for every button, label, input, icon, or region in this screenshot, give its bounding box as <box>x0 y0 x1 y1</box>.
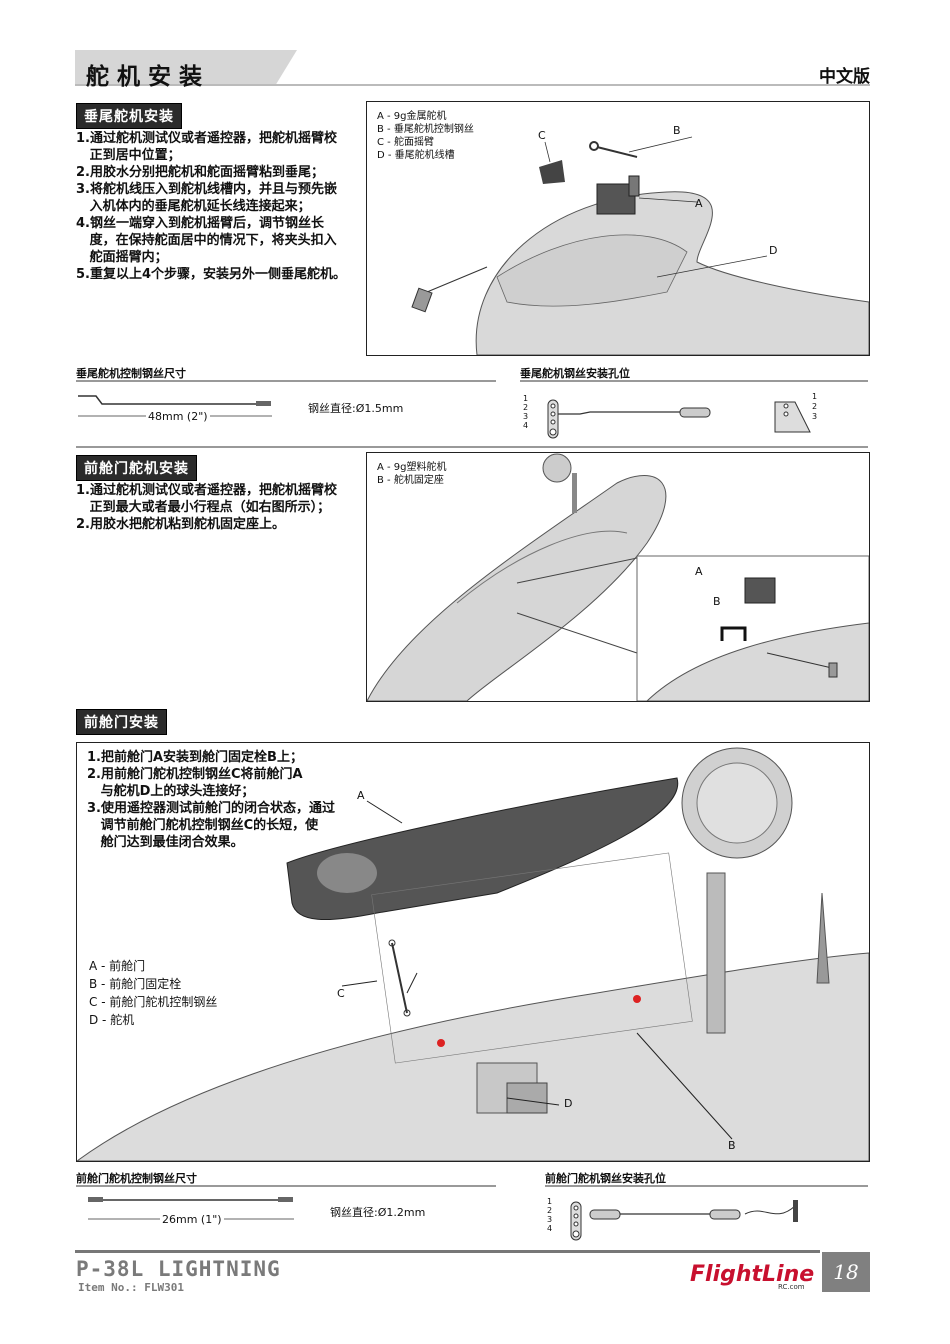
language-label: 中文版 <box>819 67 870 87</box>
front-door-figure: 1.把前舱门A安装到舱门固定栓B上； 2.用前舱门舵机控制钢丝C将前舱门A 与舵… <box>76 742 870 1162</box>
tail-holes-title: 垂尾舵机钢丝安装孔位 <box>520 367 630 380</box>
hole-number: 1 <box>812 392 818 401</box>
door-servo-legend: A - 9g塑料舵机 B - 舵机固定座 <box>377 461 447 487</box>
step-line: 舵面摇臂内； <box>76 250 168 265</box>
step-line: 正到最大或者最小行程点（如右图所示）； <box>76 500 331 515</box>
divider <box>545 1185 868 1187</box>
door-servo-illustration <box>367 453 869 701</box>
front-door-steps: 1.把前舱门A安装到舱门固定栓B上； 2.用前舱门舵机控制钢丝C将前舱门A 与舵… <box>87 749 335 851</box>
legend-item: A - 9g塑料舵机 <box>377 462 447 473</box>
tail-servo-steps: 1.通过舵机测试仪或者遥控器，把舵机摇臂校 正到居中位置； 2.用胶水分别把舵机… <box>76 130 346 283</box>
legend-item: A - 9g金属舵机 <box>377 111 447 122</box>
step-line: 5.重复以上4个步骤，安装另外一侧垂尾舵机。 <box>76 267 347 282</box>
page-number: 18 <box>833 1260 859 1284</box>
title-band <box>75 50 870 86</box>
legend-item: D - 舵机 <box>89 1013 135 1027</box>
section-heading-door-servo: 前舱门舵机安装 <box>76 455 197 481</box>
door-hole-numbers: 1 2 3 4 <box>547 1197 552 1233</box>
divider <box>76 446 868 448</box>
hole-number: 4 <box>523 421 529 430</box>
legend-item: D - 垂尾舵机线槽 <box>377 150 455 161</box>
hole-number: 4 <box>547 1224 553 1233</box>
legend-item: B - 垂尾舵机控制钢丝 <box>377 124 474 135</box>
step-line: 入机体内的垂尾舵机延长线连接起来； <box>76 199 311 214</box>
tail-servo-legend: A - 9g金属舵机 B - 垂尾舵机控制钢丝 C - 舵面摇臂 D - 垂尾舵… <box>377 110 474 162</box>
legend-item: B - 舵机固定座 <box>377 475 444 486</box>
door-servo-figure: A - 9g塑料舵机 B - 舵机固定座 A B <box>366 452 870 702</box>
callout-c: C <box>538 129 546 142</box>
step-line: 3.使用遥控器测试前舱门的闭合状态，通过 <box>87 801 335 816</box>
brand-logo: FlightLine <box>690 1262 815 1287</box>
page-title: 舵机安装 <box>86 64 210 90</box>
tail-servo-figure: A - 9g金属舵机 B - 垂尾舵机控制钢丝 C - 舵面摇臂 D - 垂尾舵… <box>366 101 870 356</box>
hole-number: 3 <box>523 412 529 421</box>
divider <box>76 380 496 382</box>
front-door-illustration <box>77 747 869 1161</box>
tail-wire-length: 48mm (2") <box>146 410 210 423</box>
step-line: 2.用前舱门舵机控制钢丝C将前舱门A <box>87 767 303 782</box>
step-line: 4.钢丝一端穿入到舵机摇臂后，调节钢丝长 <box>76 216 324 231</box>
tail-hole-numbers-right: 1 2 3 <box>812 392 817 422</box>
item-number: Item No.: FLW301 <box>78 1281 184 1294</box>
front-door-legend: A - 前舱门 B - 前舱门固定栓 C - 前舱门舵机控制钢丝 D - 舵机 <box>89 957 217 1029</box>
callout-b: B <box>673 124 681 137</box>
callout-a: A <box>695 565 703 578</box>
hole-number: 3 <box>812 412 818 421</box>
callout-d: D <box>564 1097 573 1110</box>
callout-d: D <box>769 244 778 257</box>
step-line: 2.用胶水分别把舵机和舵面摇臂粘到垂尾； <box>76 165 324 180</box>
tail-hole-numbers-left: 1 2 3 4 <box>523 394 528 430</box>
step-line: 1.把前舱门A安装到舱门固定栓B上； <box>87 750 303 765</box>
hole-number: 2 <box>547 1206 553 1215</box>
hole-number: 2 <box>812 402 818 411</box>
divider <box>76 1185 496 1187</box>
step-line: 舱门达到最佳闭合效果。 <box>87 835 244 850</box>
tail-wire-size-title: 垂尾舵机控制钢丝尺寸 <box>76 367 186 380</box>
hole-number: 3 <box>547 1215 553 1224</box>
tail-wire-diameter: 钢丝直径:Ø1.5mm <box>308 402 404 415</box>
callout-a: A <box>695 197 703 210</box>
footer-divider <box>75 1250 820 1253</box>
door-servo-steps: 1.通过舵机测试仪或者遥控器，把舵机摇臂校 正到最大或者最小行程点（如右图所示）… <box>76 482 337 533</box>
callout-b: B <box>728 1139 736 1152</box>
legend-item: A - 前舱门 <box>89 959 146 973</box>
section-heading-tail-servo: 垂尾舵机安装 <box>76 103 182 129</box>
callout-a: A <box>357 789 365 802</box>
door-wire-diameter: 钢丝直径:Ø1.2mm <box>330 1206 426 1219</box>
page-number-box <box>822 1252 870 1292</box>
step-line: 2.用胶水把舵机粘到舵机固定座上。 <box>76 517 285 532</box>
legend-item: C - 前舱门舵机控制钢丝 <box>89 995 218 1009</box>
step-line: 1.通过舵机测试仪或者遥控器，把舵机摇臂校 <box>76 131 337 146</box>
divider <box>520 380 868 382</box>
callout-b: B <box>713 595 721 608</box>
tail-servo-illustration <box>411 136 869 355</box>
section-heading-front-door: 前舱门安装 <box>76 709 167 735</box>
step-line: 与舵机D上的球头连接好； <box>87 784 255 799</box>
legend-item: B - 前舱门固定栓 <box>89 977 182 991</box>
step-line: 正到居中位置； <box>76 148 181 163</box>
hole-number: 2 <box>523 403 529 412</box>
callout-c: C <box>337 987 345 1000</box>
step-line: 3.将舵机线压入到舵机线槽内，并且与预先嵌 <box>76 182 337 197</box>
tail-holes-drawing <box>547 399 811 439</box>
brand-sub: RC.com <box>778 1283 805 1291</box>
step-line: 调节前舱门舵机控制钢丝C的长短，使 <box>87 818 319 833</box>
step-line: 1.通过舵机测试仪或者遥控器，把舵机摇臂校 <box>76 483 337 498</box>
legend-item: C - 舵面摇臂 <box>377 137 434 148</box>
hole-number: 1 <box>523 394 529 403</box>
step-line: 度，在保持舵面居中的情况下，将夹头扣入 <box>76 233 337 248</box>
door-wire-size-title: 前舱门舵机控制钢丝尺寸 <box>76 1172 197 1185</box>
hole-number: 1 <box>547 1197 553 1206</box>
door-holes-title: 前舱门舵机钢丝安装孔位 <box>545 1172 666 1185</box>
door-wire-length: 26mm (1") <box>160 1213 224 1226</box>
model-name: P-38L LIGHTNING <box>76 1257 281 1281</box>
door-holes-drawing <box>570 1200 798 1241</box>
